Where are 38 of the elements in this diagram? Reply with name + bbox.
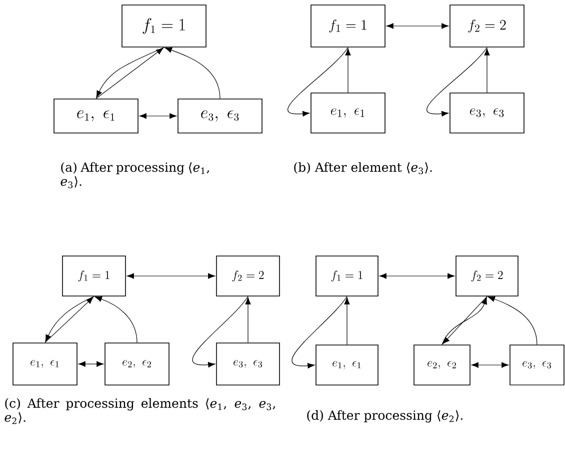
curved-arrow [426,47,488,116]
curved-arrow [288,47,348,116]
curved-arrow [488,296,538,345]
arrow [78,361,104,367]
arrow [471,362,509,368]
curved-arrow [192,296,248,368]
arrow [386,23,449,29]
caption: (d) After processing ⟨e$_{2}$⟩. [307,410,462,422]
element-box: $e_3,\ \epsilon_3$ [510,344,564,386]
curved-arrow [94,296,138,343]
element-box: $e_1,\ \epsilon_1$ [310,92,386,134]
arrow [344,297,350,345]
arrow [345,48,351,93]
element-box: $f_2 = 2$ [450,4,524,48]
element-box: $f_1 = 1$ [316,256,378,296]
element-box: $e_1,\ \epsilon_1$ [54,98,138,134]
element-box: $f_2 = 2$ [456,256,518,296]
curved-arrow [164,47,220,99]
caption: (b) After element ⟨e$_{3}$⟩. [294,162,432,174]
caption: (a) After processing ⟨e$_{1}$, e$_{3}$⟩. [60,162,209,188]
arrow [484,48,490,93]
element-box: $e_1,\ \epsilon_1$ [12,342,78,386]
element-box: $e_3,\ \epsilon_3$ [178,98,262,134]
element-box: $e_3,\ \epsilon_3$ [450,92,524,134]
element-box: $f_1 = 1$ [310,4,386,48]
arrow [245,297,251,343]
arrow [379,273,455,279]
element-box: $e_2,\ \epsilon_2$ [414,344,470,386]
caption: (c) After processing elements ⟨e$_{1}$, e$_{3}$, e$_{3}$, e$_{2}$⟩. [4,398,275,424]
element-box: $f_2 = 2$ [216,256,280,296]
curved-arrow [292,296,348,368]
element-box: $e_2,\ \epsilon_2$ [104,342,170,386]
element-box: $f_1 = 1$ [62,256,126,296]
element-box: $f_1 = 1$ [122,4,206,48]
arrow [126,273,216,279]
element-box: $e_3,\ \epsilon_3$ [216,342,280,386]
arrow [139,113,177,119]
element-box: $e_1,\ \epsilon_1$ [316,344,378,386]
